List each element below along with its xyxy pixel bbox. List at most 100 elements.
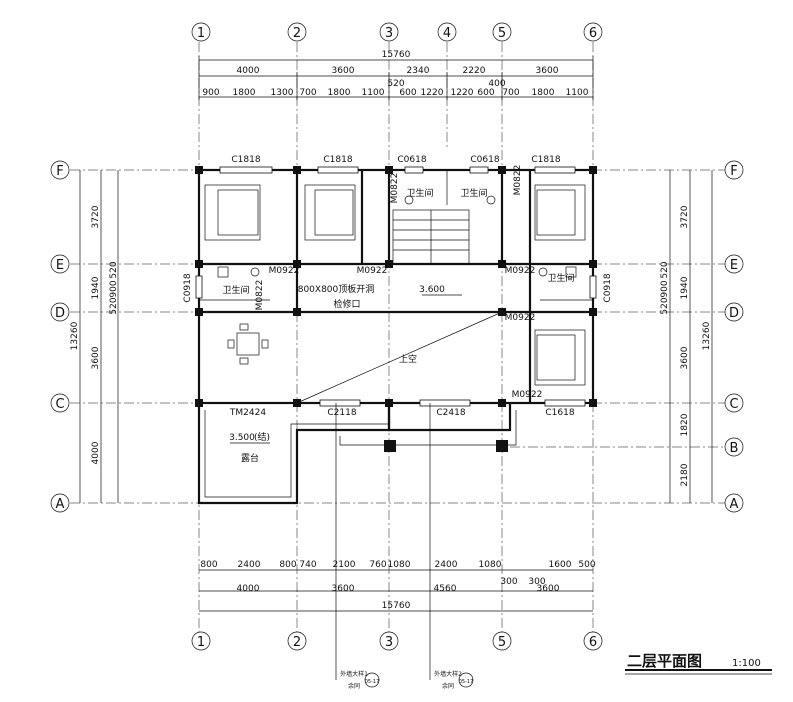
- dim-bottom-l1-7: 2400: [435, 560, 458, 570]
- dim-right-l1-3: 1820: [680, 413, 690, 436]
- dim-top-l2-8: 1220: [451, 88, 474, 98]
- bottom-dimensions: 800 2400 800 740 2100 760 1080 2400 1080…: [199, 560, 596, 612]
- dim-top-total: 15760: [382, 50, 411, 60]
- door-m0922-d: M0922: [505, 313, 536, 323]
- dim-right-total: 13260: [702, 321, 712, 350]
- room-bathroom-c: 卫生间: [222, 284, 249, 296]
- axis-label-c-left: C: [55, 397, 64, 412]
- axis-label-4: 4: [443, 26, 451, 41]
- room-bathroom-b: 卫生间: [460, 187, 487, 199]
- ref-right-number: 05-17: [459, 679, 474, 685]
- window-c1818-b: C1818: [323, 155, 352, 165]
- dim-top-l2-9: 600: [477, 88, 494, 98]
- elevation-stair: 3.600: [419, 285, 445, 295]
- dim-left-small-2: 520: [109, 297, 119, 314]
- dim-top-l1-3: 2220: [463, 66, 486, 76]
- dim-right-l1-1: 1940: [680, 276, 690, 299]
- axis-label-1-bottom: 1: [197, 635, 205, 650]
- axis-label-c-right: C: [729, 397, 738, 412]
- dim-right-l1-4: 2180: [680, 463, 690, 486]
- dim-top-l2-12: 1100: [566, 88, 589, 98]
- ceiling-hatch-note: 800X800顶板开洞: [298, 283, 375, 295]
- dim-left-small-1: 900: [109, 280, 119, 297]
- dim-top-small-1: 400: [488, 79, 505, 89]
- dim-bottom-l2-3: 3600: [537, 584, 560, 594]
- axis-label-2-bottom: 2: [293, 635, 301, 650]
- dim-top-l2-2: 1300: [271, 88, 294, 98]
- dim-right-l1-0: 3720: [680, 205, 690, 228]
- axis-label-6: 6: [589, 26, 597, 41]
- dim-bottom-l1-11: 500: [578, 560, 595, 570]
- dim-top-small-0: 520: [387, 79, 404, 89]
- dim-left-l1-1: 1940: [91, 276, 101, 299]
- dim-top-l2-5: 1100: [362, 88, 385, 98]
- dim-top-l1-2: 2340: [407, 66, 430, 76]
- window-c2118: C2118: [327, 408, 356, 418]
- door-m0922-b: M0922: [357, 266, 388, 276]
- elevation-terrace-note: (结): [254, 431, 270, 443]
- toilet-icon: [217, 195, 577, 278]
- dim-bottom-l1-5: 760: [369, 560, 386, 570]
- dim-left-total: 13260: [70, 321, 80, 350]
- axis-label-d-left: D: [55, 306, 65, 321]
- axis-label-5: 5: [498, 26, 506, 41]
- window-c0618-a: C0618: [397, 155, 426, 165]
- left-dimensions: 13260 3720 1940 3600 4000 520 900 520: [70, 170, 119, 503]
- dim-top-l1-1: 3600: [332, 66, 355, 76]
- axis-label-b-right: B: [730, 441, 739, 456]
- dim-left-l1-3: 4000: [91, 441, 101, 464]
- axis-label-3: 3: [385, 26, 393, 41]
- ref-left-sub: 余同: [348, 682, 360, 690]
- door-m0822-b: M0822: [255, 280, 265, 311]
- axis-label-2: 2: [293, 26, 301, 41]
- window-c1618: C1618: [545, 408, 574, 418]
- axis-label-e-left: E: [56, 258, 64, 273]
- columns: [195, 166, 597, 452]
- door-m0922-c: M0922: [505, 266, 536, 276]
- dim-top-l1-4: 3600: [536, 66, 559, 76]
- dim-left-l1-0: 3720: [91, 205, 101, 228]
- right-dimensions: 520 900 520 3720 1940 3600 1820 2180 132…: [660, 170, 713, 503]
- door-tm2424: TM2424: [229, 408, 266, 418]
- dining-table-icon: [227, 323, 269, 365]
- dim-left-small-0: 520: [109, 261, 119, 278]
- dim-bottom-l1-4: 2100: [333, 560, 356, 570]
- window-c2418: C2418: [436, 408, 465, 418]
- axis-label-f-left: F: [56, 164, 63, 179]
- dim-bottom-l2-1: 3600: [332, 584, 355, 594]
- dim-bottom-l1-9: 300: [528, 577, 545, 587]
- axis-label-3-bottom: 3: [385, 635, 393, 650]
- windows: [195, 166, 597, 407]
- window-labels: C1818 C1818 C0618 C0618 C1818 C0918 C091…: [183, 155, 613, 418]
- ceiling-hatch-sub: 检修口: [333, 298, 360, 310]
- door-m0922-a: M0922: [269, 266, 300, 276]
- axis-label-1: 1: [197, 26, 205, 41]
- door-m0822-c: M0822: [513, 165, 523, 196]
- window-c1818-c: C1818: [531, 155, 560, 165]
- dim-bottom-l1-2: 800: [279, 560, 296, 570]
- dim-top-l2-11: 1800: [532, 88, 555, 98]
- dim-top-l2-0: 900: [202, 88, 219, 98]
- ref-right-label: 外墙大样2: [434, 670, 462, 678]
- dim-top-l1-0: 4000: [237, 66, 260, 76]
- door-m0822-a: M0822: [390, 173, 400, 204]
- dim-right-l1-2: 3600: [680, 346, 690, 369]
- room-bathroom-d: 卫生间: [547, 272, 574, 284]
- dim-top-l2-3: 700: [299, 88, 316, 98]
- dim-bottom-l1-3: 740: [299, 560, 316, 570]
- detail-references: 外墙大样1 余同 05-17 外墙大样2 余同 05-17: [335, 403, 474, 690]
- top-dimensions: 15760 4000 3600 2340 2220 3600 520 400 9…: [198, 50, 594, 100]
- axis-label-e-right: E: [730, 258, 738, 273]
- bed-icon: [204, 184, 586, 386]
- ref-left-number: 05-17: [365, 679, 380, 685]
- drawing-title: 二层平面图 1:100: [625, 652, 772, 675]
- room-labels: 卫生间 卫生间 卫生间 卫生间 上空 露台 800X800顶板开洞 检修口 3.…: [222, 187, 574, 464]
- ref-left-label: 外墙大样1: [340, 670, 368, 678]
- axis-bubbles-right: F E D C B A: [724, 160, 744, 513]
- axis-bubbles-top: 1 2 3 4 5 6: [191, 22, 603, 42]
- dim-bottom-l1-1: 2400: [238, 560, 261, 570]
- dim-bottom-l1-10: 1600: [549, 560, 572, 570]
- dim-top-l2-10: 700: [502, 88, 519, 98]
- dim-top-l2-4: 1800: [328, 88, 351, 98]
